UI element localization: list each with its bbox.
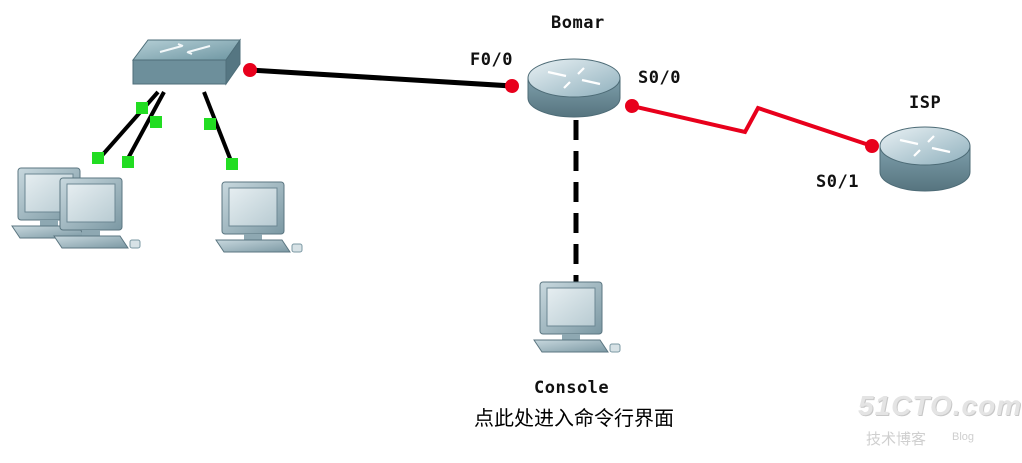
status-light-red [243, 63, 257, 77]
status-light-green [150, 116, 162, 128]
router-bomar-label: Bomar [551, 13, 605, 33]
status-light-green [204, 118, 216, 130]
router-isp-label: ISP [909, 93, 942, 113]
router-isp-icon[interactable] [879, 126, 971, 192]
console-pc-icon[interactable] [533, 281, 621, 353]
watermark-blog: Blog [952, 431, 975, 443]
network-topology-canvas [11, 38, 971, 353]
interface-s0-1-label: S0/1 [816, 172, 859, 192]
status-light-green [92, 152, 104, 164]
interface-s0-0-label: S0/0 [638, 68, 681, 88]
status-light-red [865, 139, 879, 153]
status-light-green [226, 158, 238, 170]
status-light-red [625, 99, 639, 113]
ethernet-link-switch-bomar [249, 67, 513, 89]
switch-icon[interactable] [132, 38, 241, 86]
watermark-subtitle: 技术博客 [866, 430, 927, 448]
pc-icon[interactable] [215, 181, 303, 253]
status-light-red [505, 79, 519, 93]
serial-link-bomar-isp [631, 104, 873, 148]
link-status-lights [92, 63, 879, 170]
status-light-green [136, 102, 148, 114]
router-bomar-icon[interactable] [527, 58, 621, 118]
interface-f0-0-label: F0/0 [470, 50, 513, 70]
watermark-logo: 51CTO.com [858, 390, 1022, 421]
pc-icon[interactable] [53, 177, 141, 249]
status-light-green [122, 156, 134, 168]
console-instruction-text[interactable]: 点此处进入命令行界面 [474, 406, 674, 430]
console-pc-label: Console [534, 378, 610, 398]
